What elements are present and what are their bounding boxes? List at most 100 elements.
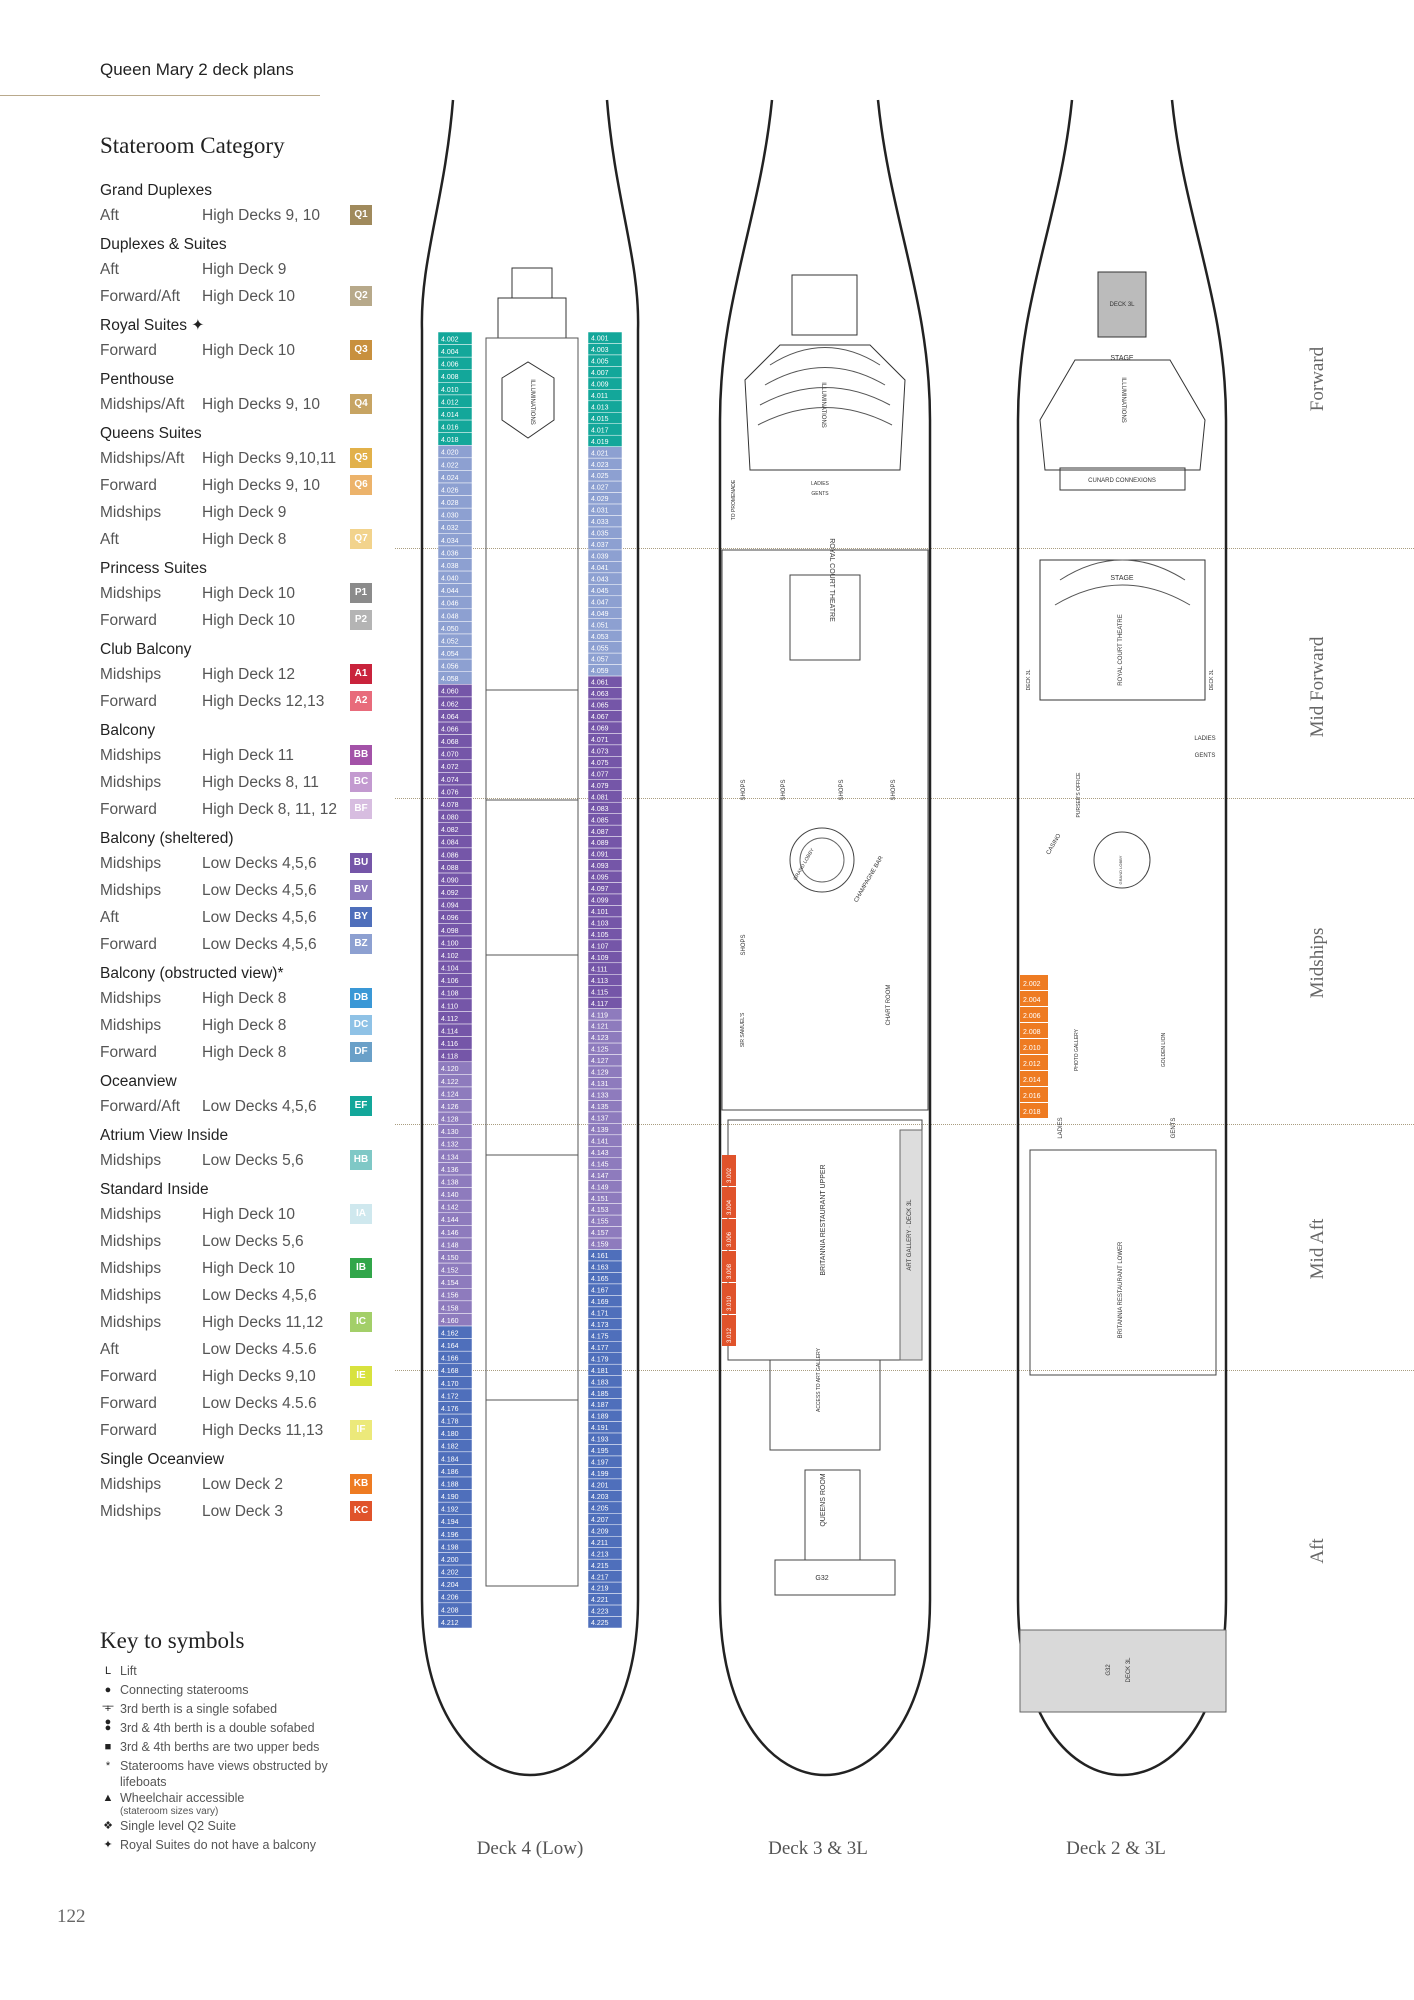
stateroom-number: 4.093 (591, 863, 609, 870)
stateroom-cell (587, 1352, 623, 1365)
stateroom-cell (437, 1376, 473, 1390)
key-subtext: (stateroom sizes vary) (120, 1806, 219, 1817)
stateroom-cell (1020, 975, 1048, 990)
category-code-badge: HB (350, 1150, 372, 1170)
category-decks: Low Decks 4,5,6 (202, 909, 317, 926)
stateroom-cell (437, 633, 473, 647)
stateroom-cell (587, 457, 623, 470)
stateroom-cell (437, 533, 473, 547)
stateroom-number: 4.117 (591, 1001, 608, 1008)
category-location: Aft (100, 909, 119, 926)
category-location: Midships (100, 747, 162, 764)
stateroom-number: 4.059 (591, 668, 609, 675)
stateroom-cell (587, 1249, 623, 1262)
stateroom-cell (437, 432, 473, 446)
stateroom-cell (587, 1524, 623, 1537)
stateroom-number: 4.111 (591, 966, 608, 973)
category-code-badge: Q3 (350, 340, 372, 360)
category-location: Midships (100, 1233, 162, 1250)
stateroom-number: 4.211 (591, 1540, 608, 1547)
stateroom-cell (587, 1031, 623, 1044)
key-text: Wheelchair accessible (120, 1791, 245, 1805)
deck-2-label: ROYAL COURT THEATRE (1118, 614, 1124, 686)
stateroom-cell (1020, 1071, 1048, 1086)
stateroom-cell (437, 1564, 473, 1578)
stateroom-cell (587, 561, 623, 574)
category-decks: Low Deck 2 (202, 1476, 283, 1493)
stateroom-number: 4.101 (591, 909, 609, 916)
stateroom-number: 4.176 (441, 1406, 459, 1413)
stateroom-number: 4.125 (591, 1047, 609, 1054)
stateroom-cell (587, 652, 623, 665)
stateroom-cell (437, 1501, 473, 1516)
stateroom-number: 4.169 (591, 1299, 609, 1306)
stateroom-cell (437, 608, 473, 622)
category-code-badge: IB (350, 1258, 372, 1278)
stateroom-cell (437, 1451, 473, 1465)
stateroom-cell (587, 790, 623, 803)
category-decks: High Deck 10 (202, 342, 296, 359)
category-group-title: Grand Duplexes (100, 182, 213, 199)
stateroom-cell (587, 354, 623, 367)
stateroom-number: 4.157 (591, 1230, 609, 1237)
stateroom-cell (437, 1350, 473, 1365)
stateroom-number: 4.077 (591, 771, 609, 778)
category-decks: High Decks 11,13 (202, 1422, 324, 1439)
stateroom-number: 4.190 (441, 1494, 459, 1501)
stateroom-number: 4.191 (591, 1425, 609, 1432)
stateroom-number: 4.139 (591, 1127, 609, 1134)
stateroom-cell (437, 394, 473, 408)
stateroom-cell (437, 1615, 473, 1629)
deck-3-label: G32 (815, 1575, 828, 1582)
deck-2-label: G32 (1106, 1664, 1112, 1676)
category-decks: Low Decks 4,5,6 (202, 882, 317, 899)
stateroom-cell (587, 515, 623, 528)
stateroom-number: 4.131 (591, 1081, 609, 1088)
stateroom-number: 4.055 (591, 645, 609, 652)
deck-2-label: LADIES (1058, 1117, 1064, 1138)
stateroom-cell (587, 1260, 623, 1273)
stateroom-cell (437, 1275, 473, 1289)
stateroom-number: 4.178 (441, 1419, 459, 1426)
stateroom-number: 4.156 (441, 1293, 459, 1300)
stateroom-number: 4.073 (591, 748, 609, 755)
stateroom-cell (437, 1489, 473, 1503)
stateroom-cell (587, 1398, 623, 1411)
stateroom-cell (437, 520, 473, 534)
stateroom-cell (587, 1604, 623, 1617)
stateroom-number: 4.054 (441, 651, 459, 658)
stateroom-number: 4.194 (441, 1519, 459, 1526)
stateroom-cell (1020, 1055, 1048, 1070)
stateroom-number: 4.021 (591, 450, 609, 457)
stateroom-cell (587, 836, 623, 849)
stateroom-cell (587, 756, 623, 769)
stateroom-number: 4.199 (591, 1471, 609, 1478)
stateroom-number: 4.204 (441, 1582, 459, 1589)
stateroom-cell (587, 1146, 623, 1159)
stateroom-number: 4.071 (591, 737, 609, 744)
stateroom-cell (587, 526, 623, 539)
stateroom-number: 4.135 (591, 1104, 609, 1111)
stateroom-number: 4.142 (441, 1205, 459, 1212)
stateroom-number: 4.007 (591, 370, 609, 377)
stateroom-number: 4.206 (441, 1595, 459, 1602)
stateroom-cell (437, 1262, 473, 1276)
stateroom-number: 4.013 (591, 404, 609, 411)
stateroom-cell (587, 1501, 623, 1514)
stateroom-number: 4.039 (591, 554, 609, 561)
deck-2-label: LADIES (1194, 736, 1215, 742)
stateroom-number: 4.137 (591, 1115, 609, 1122)
stateroom-cell (437, 759, 473, 773)
category-decks: High Deck 10 (202, 288, 296, 305)
stateroom-number: 4.185 (591, 1391, 609, 1398)
stateroom-cell (437, 583, 473, 597)
stateroom-number: 4.041 (591, 565, 609, 572)
